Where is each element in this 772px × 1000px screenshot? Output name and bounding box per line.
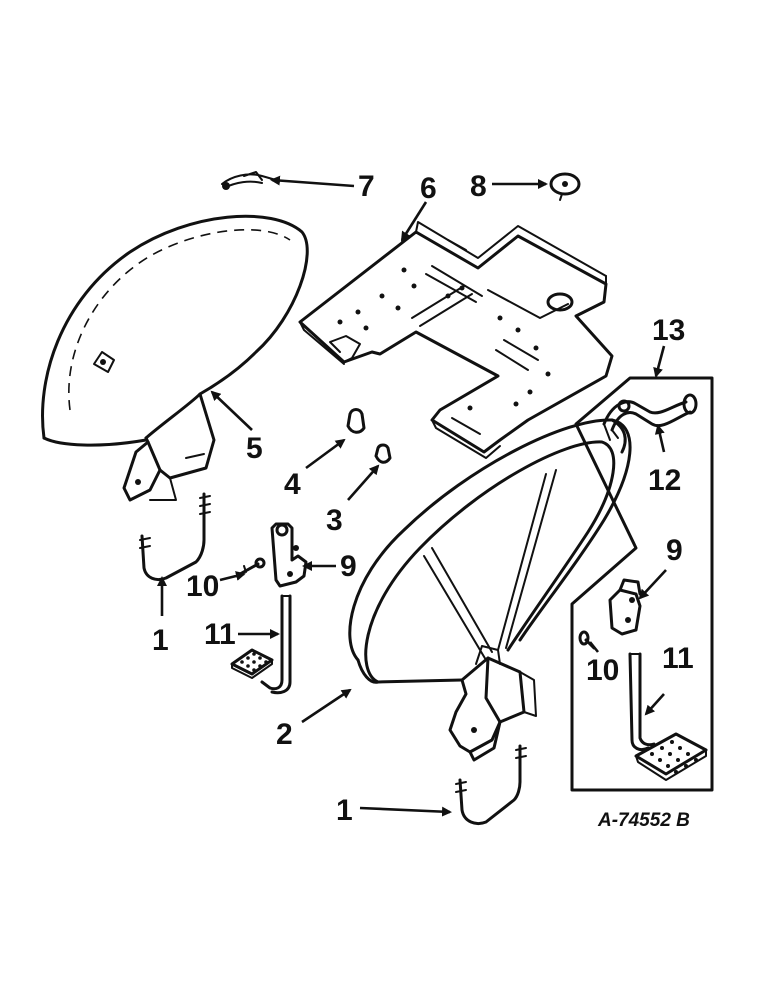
callout-8: 8 [470, 170, 487, 203]
leader-3 [347, 464, 380, 501]
leader-lines [157, 175, 667, 817]
leader-12 [654, 424, 666, 453]
callout-5: 5 [246, 432, 263, 465]
callout-9-left: 9 [340, 550, 357, 583]
callout-1-left: 1 [152, 624, 169, 657]
part-9-bracket-right [608, 578, 642, 636]
callout-11-right: 11 [662, 642, 694, 675]
callout-9-right: 9 [666, 534, 683, 567]
callout-13: 13 [652, 314, 685, 347]
callout-11-left: 11 [204, 618, 236, 651]
part-6-platform [298, 221, 614, 459]
callout-12: 12 [648, 464, 681, 497]
part-4-knob [346, 408, 366, 434]
leader-10-right [588, 641, 600, 653]
part-1-ubolt-left [139, 492, 211, 582]
part-11-step-left [230, 594, 292, 695]
leader-10-left [219, 571, 246, 582]
part-7-clip [221, 171, 277, 190]
leader-9-right [638, 569, 667, 600]
leader-6 [400, 201, 428, 242]
part-8-grommet [549, 172, 581, 201]
part-3-knob [374, 443, 392, 464]
callout-10-left: 10 [186, 570, 219, 603]
part-5-left-fender [41, 214, 309, 502]
callout-10-right: 10 [586, 654, 619, 687]
leader-4 [305, 438, 346, 470]
callout-labels: 7 8 6 5 4 3 1 9 10 11 2 1 13 12 9 10 11 … [152, 170, 694, 831]
callout-6: 6 [420, 172, 437, 205]
callout-7: 7 [358, 170, 375, 203]
figure-code: A-74552 B [597, 810, 690, 831]
part-12-handle [602, 393, 698, 441]
leader-11-right [644, 693, 665, 716]
leader-13 [653, 345, 666, 378]
leader-7 [270, 175, 355, 188]
part-11-step-right [628, 652, 708, 781]
callout-4: 4 [284, 468, 301, 501]
part-9-bracket-left [270, 522, 308, 588]
callout-2: 2 [276, 718, 293, 751]
part-10-pin-left [238, 557, 266, 576]
step-tread-dots-right [650, 740, 698, 774]
group-13-enclosure [570, 376, 714, 792]
step-tread-dots-left [240, 652, 268, 672]
part-1-ubolt-bottom [455, 744, 527, 825]
callout-1-bottom: 1 [336, 794, 353, 827]
leader-1-bottom [359, 806, 452, 817]
leader-2 [301, 688, 352, 724]
leader-5 [210, 390, 253, 431]
callout-3: 3 [326, 504, 343, 537]
